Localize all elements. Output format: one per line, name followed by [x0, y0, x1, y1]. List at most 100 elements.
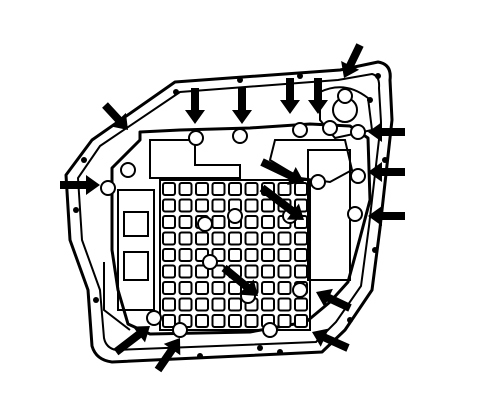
callout-arrow — [280, 78, 300, 114]
callout-arrow — [341, 43, 364, 78]
fluid-passage — [195, 264, 209, 279]
fluid-passage — [195, 231, 209, 246]
fluid-passage — [244, 248, 259, 262]
fluid-passage — [178, 182, 193, 196]
fluid-passage — [244, 198, 259, 213]
flange-bolt-hole — [73, 207, 79, 213]
fluid-passage — [294, 264, 308, 279]
callout-arrow — [232, 88, 252, 124]
fluid-passage — [244, 215, 259, 229]
flange-bolt-hole — [375, 73, 381, 79]
callout-arrow — [221, 264, 258, 296]
bolt-head — [146, 310, 162, 326]
callout-arrow — [185, 88, 205, 124]
bolt-head — [202, 254, 218, 270]
fluid-passage — [261, 198, 275, 213]
fluid-passage — [228, 248, 242, 262]
fluid-passage — [277, 281, 292, 295]
fluid-passage — [195, 297, 209, 312]
fluid-passage — [261, 215, 275, 229]
flange-bolt-hole — [277, 349, 283, 355]
fluid-passage — [162, 297, 176, 312]
fluid-passage — [211, 314, 226, 328]
bolt-head — [322, 120, 338, 136]
fluid-passage — [178, 231, 193, 246]
passage-grid-frame — [159, 179, 311, 331]
fluid-passage — [162, 231, 176, 246]
fluid-passage — [277, 264, 292, 279]
bolt-head — [310, 174, 326, 190]
fluid-passage — [162, 314, 176, 328]
bolt-head — [172, 322, 188, 338]
fluid-passage — [162, 281, 176, 295]
fluid-passage — [211, 182, 226, 196]
fluid-passage — [261, 281, 275, 295]
flange-bolt-hole — [297, 73, 303, 79]
callout-arrow — [312, 328, 350, 352]
fluid-passage — [277, 297, 292, 312]
bolt-head — [350, 124, 366, 140]
fluid-passage — [162, 182, 176, 196]
flange-bolt-hole — [372, 247, 378, 253]
fluid-passage — [162, 215, 176, 229]
bolt-head — [188, 130, 204, 146]
bolt-head — [337, 88, 353, 104]
fluid-passage — [162, 248, 176, 262]
bolt-head — [292, 282, 308, 298]
fluid-passage — [294, 182, 308, 196]
callout-arrow — [368, 122, 405, 142]
fluid-passage — [178, 198, 193, 213]
fluid-passage — [261, 248, 275, 262]
bolt-head — [347, 206, 363, 222]
fluid-passage — [277, 231, 292, 246]
bolt-head — [197, 216, 213, 232]
fluid-passage — [228, 231, 242, 246]
fluid-passage — [195, 198, 209, 213]
fluid-passage — [211, 297, 226, 312]
fluid-passage — [244, 314, 259, 328]
solenoid-port-lower — [123, 251, 149, 281]
callout-arrow — [260, 158, 304, 185]
fluid-passage — [277, 182, 292, 196]
callout-arrow — [60, 175, 100, 195]
fluid-passage — [211, 198, 226, 213]
callout-arrow — [154, 338, 181, 373]
fluid-passage — [162, 198, 176, 213]
flange-bolt-hole — [173, 89, 179, 95]
solenoid-block — [117, 189, 155, 311]
bolt-head — [292, 122, 308, 138]
fluid-passage — [178, 215, 193, 229]
wire-harness — [103, 262, 131, 331]
fluid-passage — [178, 297, 193, 312]
flange-outer-edge — [64, 60, 394, 364]
callout-arrow — [102, 102, 128, 130]
accumulator-housing — [319, 86, 374, 140]
solenoid-port-upper — [123, 211, 149, 237]
fluid-passage — [277, 248, 292, 262]
bolt-head — [100, 180, 116, 196]
fluid-passage — [178, 248, 193, 262]
bolt-head — [232, 128, 248, 144]
side-channel-plate — [307, 149, 351, 281]
fluid-passage — [162, 264, 176, 279]
flange-bolt-hole — [237, 77, 243, 83]
fluid-passage — [211, 231, 226, 246]
upper-cover-right — [268, 139, 354, 184]
flange-bolt-hole — [257, 345, 263, 351]
fluid-passage — [195, 314, 209, 328]
bolt-head — [120, 162, 136, 178]
fluid-passage — [294, 297, 308, 312]
fluid-passage — [211, 281, 226, 295]
flange-bolt-hole — [382, 157, 388, 163]
fluid-passage — [244, 264, 259, 279]
fluid-passage — [277, 314, 292, 328]
callout-arrow — [316, 288, 352, 312]
bolt-head — [227, 208, 243, 224]
fluid-passage — [195, 182, 209, 196]
callout-arrows — [60, 43, 405, 373]
flange-bolt-hole — [81, 157, 87, 163]
fluid-passage — [211, 215, 226, 229]
callout-arrow — [368, 206, 405, 226]
